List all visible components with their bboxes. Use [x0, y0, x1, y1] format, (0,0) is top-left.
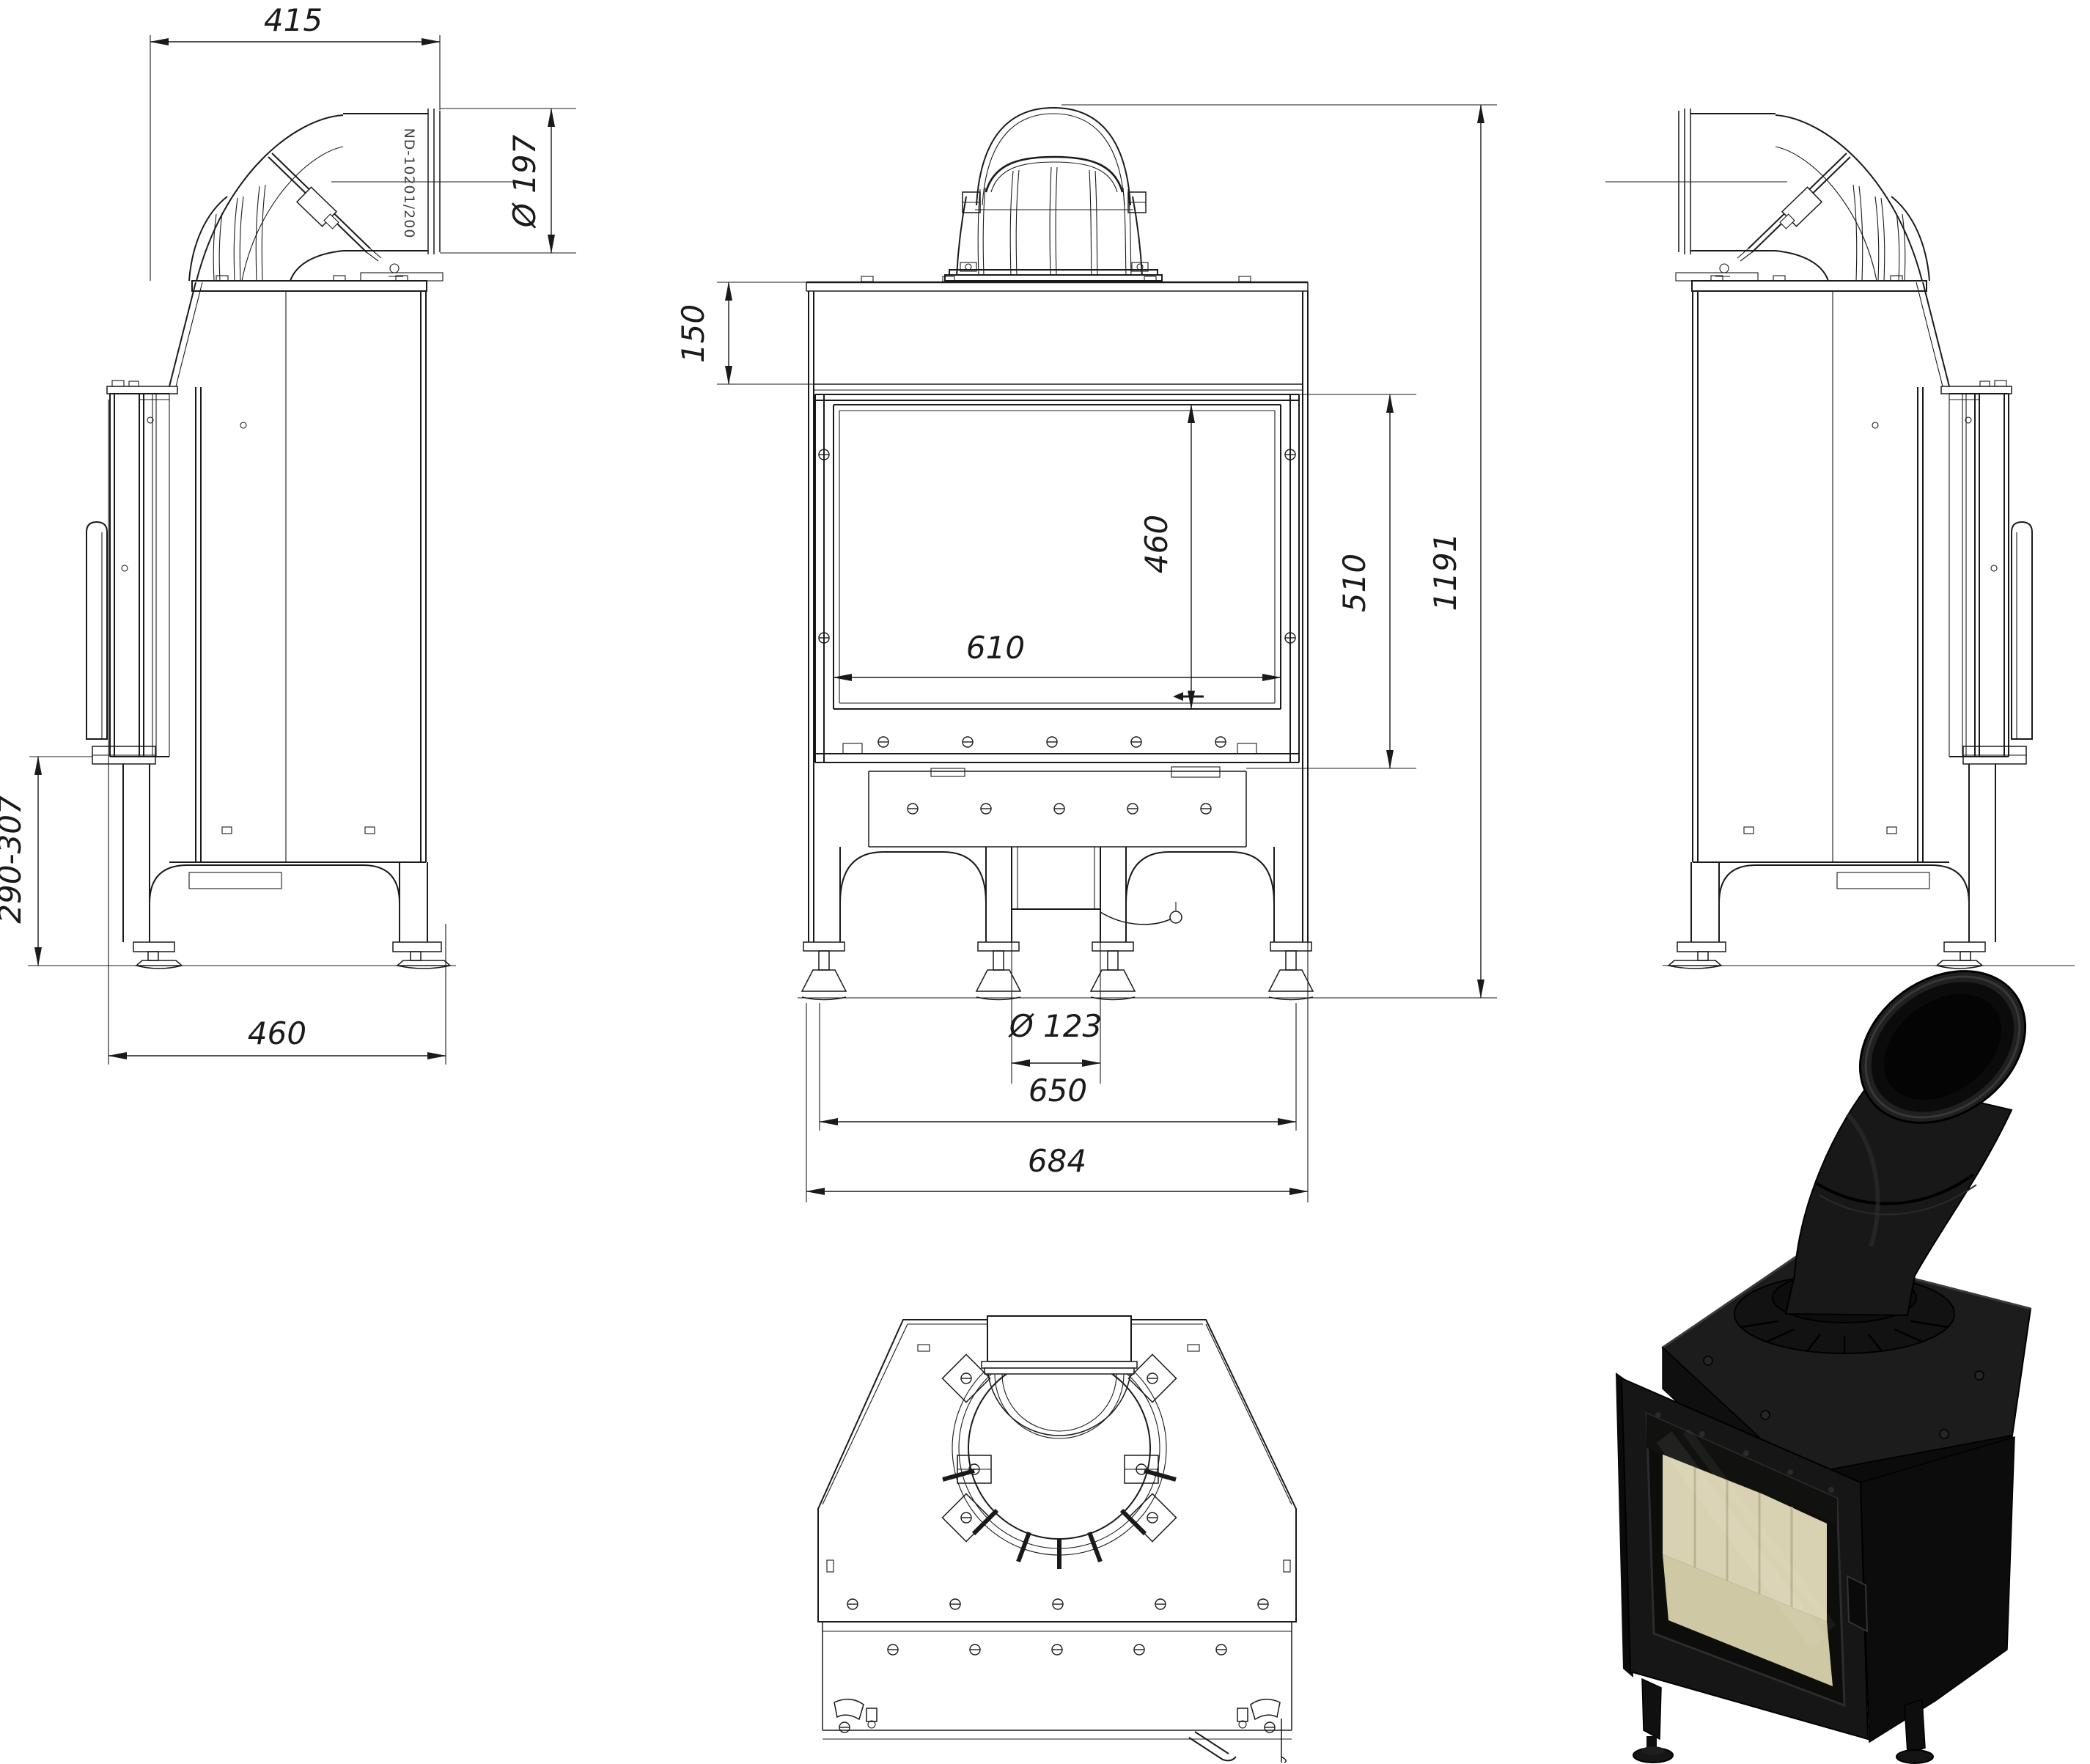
side-view-left-dimensions: 415 Ø 197 290-307 460 ND-10201/200	[0, 2, 576, 1065]
firebrick-floor	[1663, 1554, 1833, 1686]
side-view-right	[1605, 108, 2075, 969]
dim-glass-width: 610	[966, 630, 1025, 666]
front-view-dimensions: 150 460 610 510 1191 Ø 123 650 684	[675, 104, 1497, 1202]
dim-base-height: 290-307	[0, 795, 28, 924]
dim-depth-bottom: 460	[248, 1015, 306, 1051]
dim-total-height: 1191	[1427, 533, 1463, 611]
dim-glass-height: 460	[1138, 515, 1174, 573]
door-handle	[1846, 1575, 1869, 1633]
airflow-arrow-icon	[1173, 692, 1204, 701]
flue-pipe	[1784, 1076, 2013, 1317]
dim-door-height: 510	[1336, 554, 1372, 612]
front-view	[798, 106, 1497, 1001]
product-photo-3d	[1616, 970, 2032, 1764]
dim-total-width: 684	[1028, 1143, 1086, 1179]
dim-top-band: 150	[675, 304, 711, 363]
firebrick-back-wall	[1663, 1448, 1827, 1622]
dim-depth-top: 415	[264, 2, 323, 38]
pipe-marking-label: ND-10201/200	[401, 128, 417, 239]
dim-leg-span: 650	[1029, 1073, 1087, 1109]
side-view-geometry	[44, 109, 513, 969]
dim-flue-diameter: Ø 197	[507, 134, 542, 229]
dim-inlet-diameter: Ø 123	[1008, 1008, 1103, 1044]
top-view	[817, 1315, 1297, 1763]
